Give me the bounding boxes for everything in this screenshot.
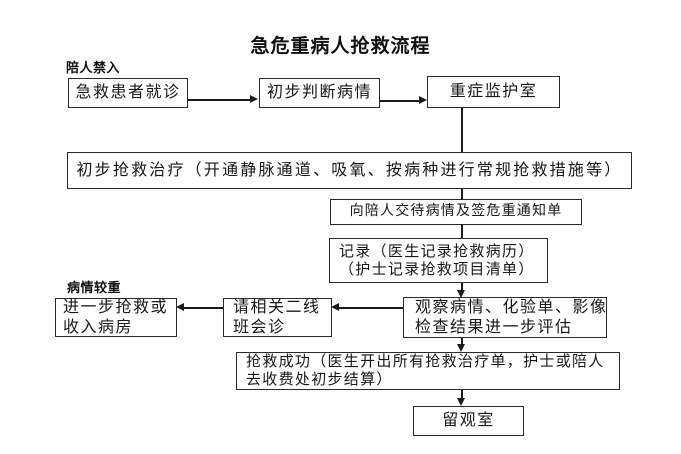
node-observation-room: 留观室 <box>413 406 524 436</box>
node-record-line1: 记录（医生记录抢救病历） <box>339 243 535 260</box>
connector-record-observe <box>461 283 463 291</box>
node-record: 记录（医生记录抢救病历） （护士记录抢救项目清单） <box>329 238 548 283</box>
node-further-line2: 收入病房 <box>63 318 134 336</box>
node-observe-assess: 观察病情、化验单、影像 检查结果进一步评估 <box>403 297 607 338</box>
node-consult-line1: 请相关二线 <box>233 299 321 317</box>
connector-observe-consult <box>339 307 403 309</box>
node-emergency-visit: 急救患者就诊 <box>68 78 188 108</box>
arrowhead-observe-consult <box>331 303 339 311</box>
connector-notify-record <box>461 224 463 238</box>
arrowhead-visit-judge <box>250 95 258 103</box>
node-further-line1: 进一步抢救或 <box>63 299 169 317</box>
arrowhead-record-observe <box>457 290 465 298</box>
note-serious-condition: 病情较重 <box>67 280 122 295</box>
node-notify-companion: 向陪人交待病情及签危重通知单 <box>330 199 582 225</box>
node-observe-line2: 检查结果进一步评估 <box>415 318 573 336</box>
arrowhead-consult-further <box>176 303 184 311</box>
node-observe-line1: 观察病情、化验单、影像 <box>415 299 608 317</box>
connector-success-stay <box>461 390 463 399</box>
note-no-companion: 陪人禁入 <box>66 60 121 75</box>
node-icu: 重症监护室 <box>427 76 560 108</box>
connector-initial-rescue-notify <box>461 189 463 200</box>
connector-visit-judge <box>188 99 251 101</box>
node-record-line2: （护士记录抢救项目清单） <box>339 261 535 278</box>
node-initial-rescue-treatment: 初步抢救治疗（开通静脉通道、吸氧、按病种进行常规抢救措施等） <box>67 152 632 189</box>
connector-consult-further <box>184 307 223 309</box>
arrowhead-success-stay <box>457 398 465 406</box>
node-further-rescue: 进一步抢救或 收入病房 <box>55 298 177 337</box>
node-success-line2: 去收费处初步结算） <box>246 372 393 388</box>
connector-judge-icu <box>380 100 420 102</box>
node-rescue-success: 抢救成功（医生开出所有抢救治疗单，护士或陪人 去收费处初步结算） <box>236 352 620 390</box>
node-success-line1: 抢救成功（医生开出所有抢救治疗单，护士或陪人 <box>246 354 605 370</box>
node-initial-judgement: 初步判断病情 <box>259 78 380 108</box>
page-title: 急危重病人抢救流程 <box>250 36 431 57</box>
arrowhead-judge-icu <box>419 96 427 104</box>
arrowhead-observe-success <box>457 344 465 352</box>
node-consult-second-line: 请相关二线 班会诊 <box>223 298 332 337</box>
connector-icu-initial-rescue <box>461 108 463 152</box>
connector-observe-success <box>461 338 463 345</box>
node-consult-line2: 班会诊 <box>233 318 286 336</box>
